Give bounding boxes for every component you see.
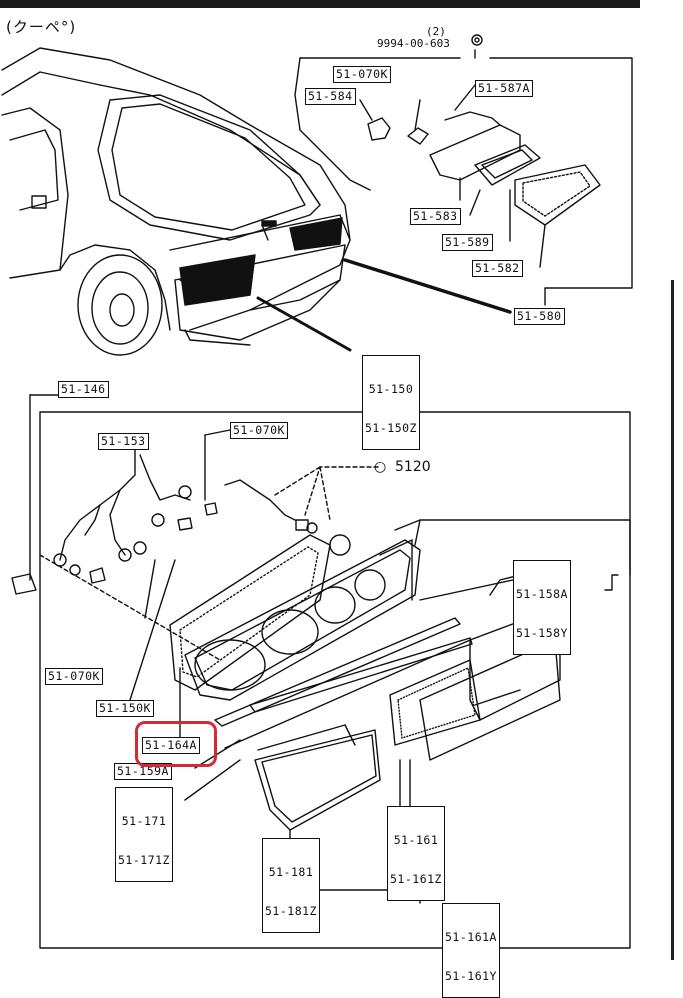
label-51-161y: 51-161Y (445, 969, 497, 983)
hardware-part-number: 9994-00-603 (377, 37, 450, 50)
label-51-158a: 51-158A (516, 587, 568, 601)
label-51-587a: 51-587A (475, 80, 533, 97)
label-51-146: 51-146 (58, 381, 109, 398)
callout-ref: 5120 (395, 459, 431, 475)
label-51-150z: 51-150Z (365, 421, 417, 435)
label-51-161z: 51-161Z (390, 872, 442, 886)
callout-symbol: ○ (374, 459, 386, 475)
label-51-171: 51-171 (121, 814, 167, 828)
label-51-150k: 51-150K (96, 700, 154, 717)
label-51-589: 51-589 (442, 234, 493, 251)
label-51-070k-left: 51-070K (45, 668, 103, 685)
label-51-171-group: 51-171 51-171Z (115, 787, 173, 882)
label-51-181z: 51-181Z (265, 904, 317, 918)
right-border (671, 280, 674, 960)
label-51-583: 51-583 (410, 208, 461, 225)
label-51-161a: 51-161A (445, 930, 497, 944)
top-border (0, 0, 640, 8)
label-51-161-group: 51-161 51-161Z (387, 806, 445, 901)
label-51-171z: 51-171Z (118, 853, 170, 867)
highlight-marker (135, 721, 217, 767)
label-51-150-group: 51-150 51-150Z (362, 355, 420, 450)
hardware-qty: (2) (426, 25, 446, 38)
page-title: (クーペ°) (6, 18, 77, 36)
label-51-161a-group: 51-161A 51-161Y (442, 903, 500, 998)
label-51-158y: 51-158Y (516, 626, 568, 640)
label-51-164a: 51-164A (142, 737, 200, 754)
label-51-161: 51-161 (393, 833, 439, 847)
label-51-070k-top: 51-070K (333, 66, 391, 83)
exploded-parts-diagram (1, 34, 633, 949)
label-51-070k-mid: 51-070K (230, 422, 288, 439)
car-rear-illustration (1, 47, 512, 356)
callout-circle-icon: ○ (374, 459, 387, 475)
tail-lamp-parts (11, 429, 631, 904)
label-51-153: 51-153 (98, 433, 149, 450)
label-51-580: 51-580 (514, 308, 565, 325)
label-51-584: 51-584 (305, 88, 356, 105)
label-51-582: 51-582 (472, 260, 523, 277)
license-lamp-inset (294, 34, 633, 306)
label-51-181-group: 51-181 51-181Z (262, 838, 320, 933)
label-51-158-group: 51-158A 51-158Y (513, 560, 571, 655)
label-51-150: 51-150 (368, 382, 414, 396)
label-51-181: 51-181 (268, 865, 314, 879)
